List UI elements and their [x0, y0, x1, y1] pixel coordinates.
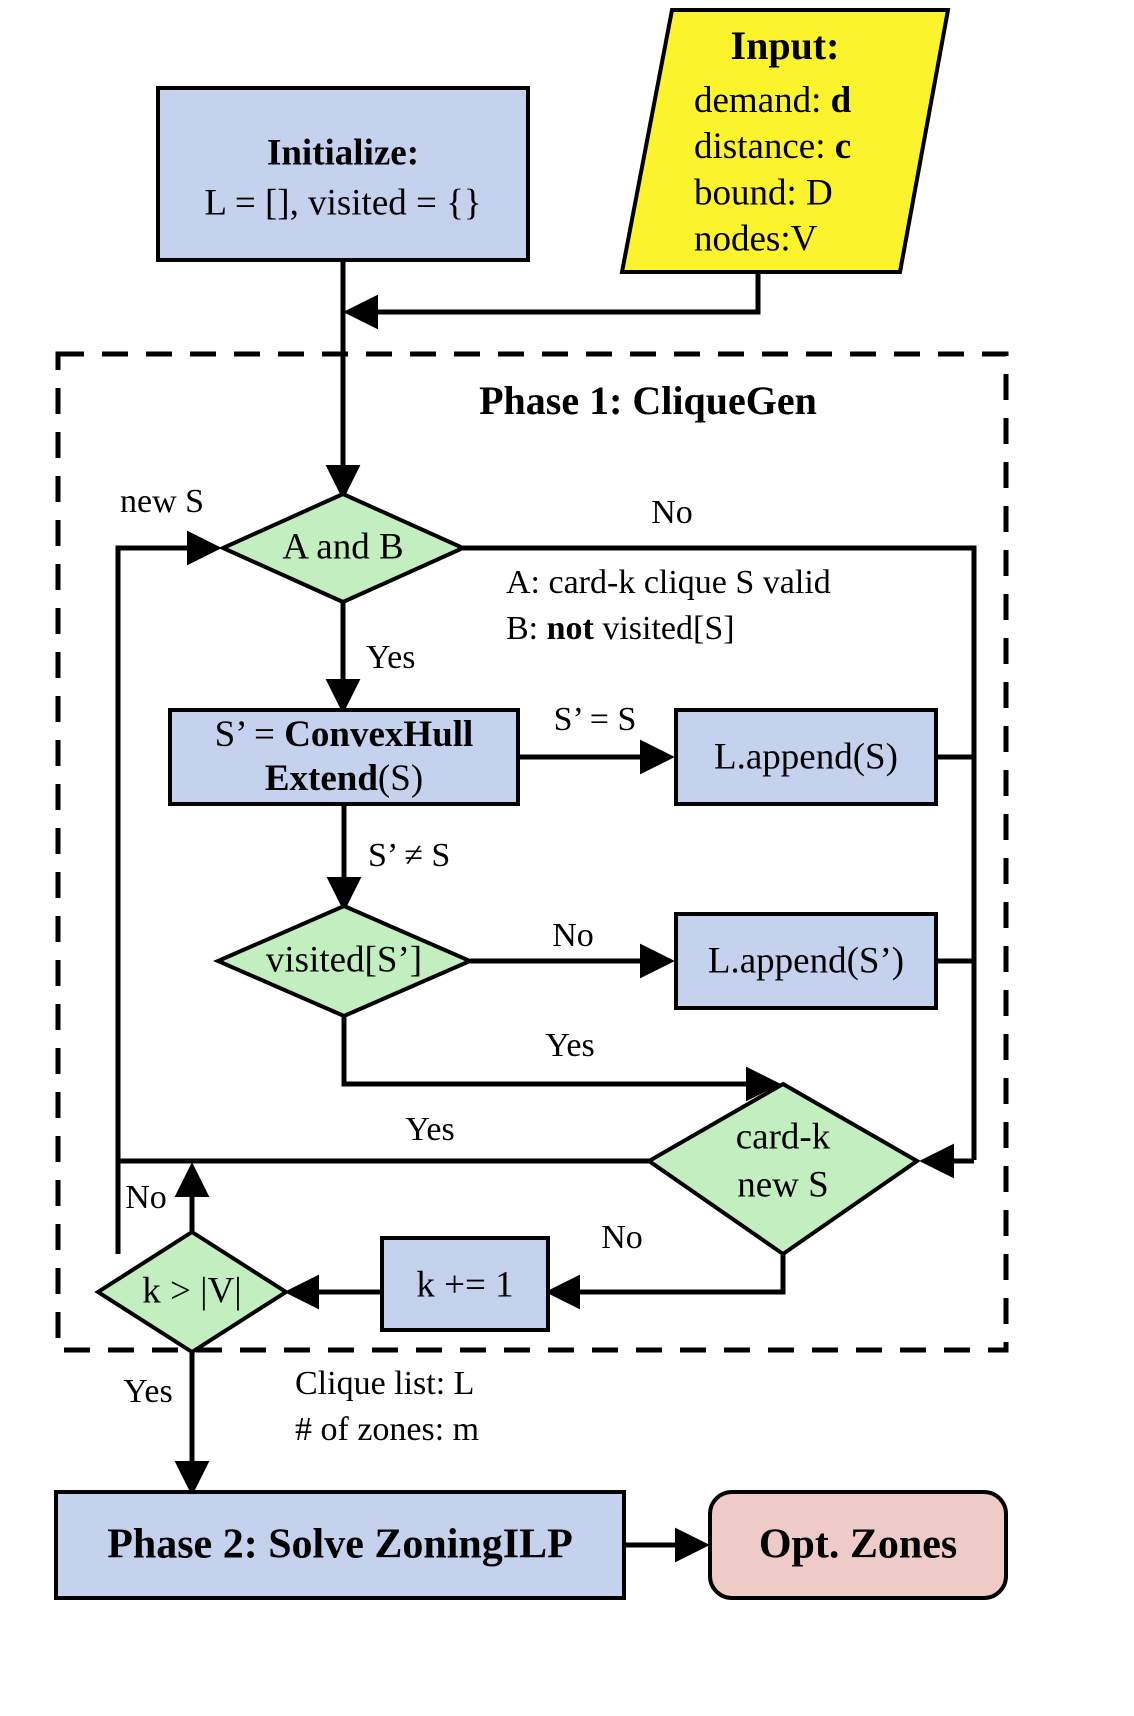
input-bound-line: bound: D: [694, 172, 833, 213]
convexhull-line2: Extend(S): [265, 758, 423, 799]
decision-visited-label: visited[S’]: [266, 939, 422, 980]
k-increment-box: [380, 1236, 550, 1332]
edge-decision-no-to-right-rail: [463, 545, 977, 1160]
output-note-line2: # of zones: m: [295, 1411, 479, 1448]
edge-label-sprime-eq-s: S’ = S: [554, 701, 637, 738]
decision-cardk-line2: new S: [737, 1164, 828, 1205]
input-parallelogram: [619, 8, 951, 274]
opt-zones-box: [708, 1490, 1008, 1600]
decision-k-gt-v-label: k > |V|: [142, 1270, 241, 1311]
edge-loop-back-to-decision: [115, 530, 222, 1254]
input-nodes-line: nodes:V: [694, 218, 818, 259]
edge-label-no-kgtv: No: [125, 1179, 167, 1216]
phase1-container: [55, 351, 1009, 1353]
phase2-label: Phase 2: Solve ZoningILP: [107, 1522, 573, 1568]
input-title: Input:: [731, 23, 840, 68]
edge-label-yes-visited: Yes: [545, 1027, 594, 1064]
phase1-title: Phase 1: CliqueGen: [479, 378, 817, 423]
l-append-sp-box: [674, 912, 938, 1010]
initialize-body: L = [], visited = {}: [204, 182, 481, 223]
l-append-s-label: L.append(S): [714, 736, 898, 777]
convexhull-line1: S’ = ConvexHull: [215, 714, 474, 755]
k-increment-label: k += 1: [416, 1264, 513, 1305]
input-distance-line: distance: c: [694, 126, 851, 167]
edge-label-yes-cardk: Yes: [405, 1111, 454, 1148]
edge-label-yes-to-hull: Yes: [366, 639, 415, 676]
initialize-title: Initialize:: [267, 132, 419, 173]
l-append-sp-label: L.append(S’): [708, 940, 904, 981]
edge-label-no-cardk: No: [601, 1219, 643, 1256]
edge-cardk-no-to-increment: [545, 1254, 786, 1310]
input-demand-line: demand: d: [694, 80, 852, 121]
phase2-box: [54, 1490, 626, 1600]
edge-label-no-top: No: [651, 494, 693, 531]
edge-visited-yes-to-cardk: [341, 1016, 781, 1102]
decision-cardk-line1: card-k: [736, 1116, 831, 1157]
legend-b: B: not visited[S]: [506, 610, 735, 647]
legend-a: A: card-k clique S valid: [506, 564, 831, 601]
edge-label-sprime-neq-s: S’ ≠ S: [368, 837, 450, 874]
edge-label-no-visited: No: [552, 917, 594, 954]
edge-label-new-s: new S: [120, 483, 204, 520]
edge-input-to-trunk: [343, 272, 761, 330]
output-note-line1: Clique list: L: [295, 1365, 474, 1402]
decision-a-and-b-label: A and B: [282, 526, 403, 567]
opt-zones-label: Opt. Zones: [759, 1522, 957, 1568]
edge-label-yes-kgtv: Yes: [123, 1373, 172, 1410]
initialize-box: [156, 86, 530, 262]
